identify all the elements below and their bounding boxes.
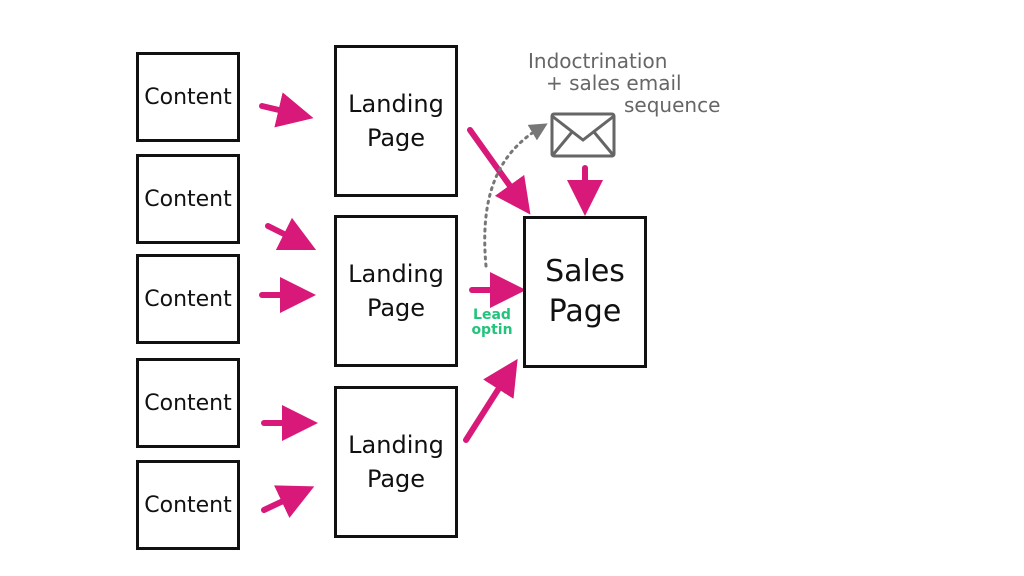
dotted-arrow-optin-email <box>483 123 548 268</box>
note-line2: + sales email <box>546 71 682 95</box>
landing-label-line1: Landing <box>348 90 444 118</box>
landing-label-line1: Landing <box>348 260 444 288</box>
lead-optin-label: Lead optin <box>466 308 518 338</box>
arrow-content5-landing3 <box>261 485 315 518</box>
sales-label-line1: Sales <box>545 254 625 289</box>
content-box-5: Content <box>136 460 240 550</box>
lead-line2: optin <box>471 322 513 338</box>
content-box-3: Content <box>136 254 240 344</box>
content-label: Content <box>144 84 232 110</box>
content-label: Content <box>144 492 232 518</box>
landing-label-line2: Page <box>366 124 426 152</box>
arrow-landing3-sales <box>463 358 518 443</box>
sales-page: Sales Page <box>523 216 647 368</box>
landing-label-line2: Page <box>366 465 426 493</box>
content-box-4: Content <box>136 358 240 448</box>
content-box-2: Content <box>136 154 240 244</box>
sales-label-line2: Page <box>548 294 622 329</box>
arrow-content2-landing2 <box>265 217 317 251</box>
lead-line1: Lead <box>473 307 511 323</box>
landing-page-1: Landing Page <box>334 45 458 197</box>
note-line1: Indoctrination <box>528 49 668 73</box>
content-label: Content <box>144 186 232 212</box>
content-label: Content <box>144 390 232 416</box>
arrow-content1-landing1 <box>259 92 314 128</box>
landing-label-line1: Landing <box>348 431 444 459</box>
landing-label-line2: Page <box>366 294 426 322</box>
content-box-1: Content <box>136 52 240 142</box>
arrow-landing1-sales <box>467 127 531 215</box>
content-label: Content <box>144 286 232 312</box>
note-line3: sequence <box>624 93 721 117</box>
landing-page-2: Landing Page <box>334 215 458 367</box>
email-sequence-note: Indoctrination + sales email sequence <box>528 50 728 116</box>
landing-page-3: Landing Page <box>334 386 458 538</box>
envelope-icon <box>550 112 616 158</box>
